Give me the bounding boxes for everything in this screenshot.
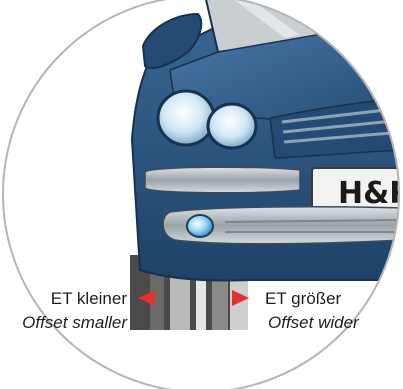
label-offset-wider-en: Offset wider bbox=[268, 313, 360, 332]
arrow-left-icon bbox=[138, 290, 155, 306]
headlight-left bbox=[156, 89, 216, 147]
rim-stripe bbox=[196, 255, 206, 330]
label-offset-wider-de: ET größer bbox=[265, 289, 342, 308]
side-mirror bbox=[141, 12, 203, 70]
bumper-trim bbox=[144, 166, 301, 194]
headlight-right bbox=[206, 102, 258, 150]
grille-slat bbox=[282, 118, 399, 134]
arrow-right-icon bbox=[232, 290, 249, 306]
lower-intake bbox=[162, 206, 399, 245]
windshield-reflection bbox=[228, 0, 300, 38]
label-offset-smaller-de: ET kleiner bbox=[51, 289, 128, 308]
fog-lamp bbox=[186, 214, 214, 238]
label-offset-smaller-en: Offset smaller bbox=[22, 313, 128, 332]
intake-slat bbox=[224, 219, 399, 223]
car-front: H&R bbox=[130, 0, 403, 330]
plate-brand-text: H&R bbox=[338, 176, 403, 211]
